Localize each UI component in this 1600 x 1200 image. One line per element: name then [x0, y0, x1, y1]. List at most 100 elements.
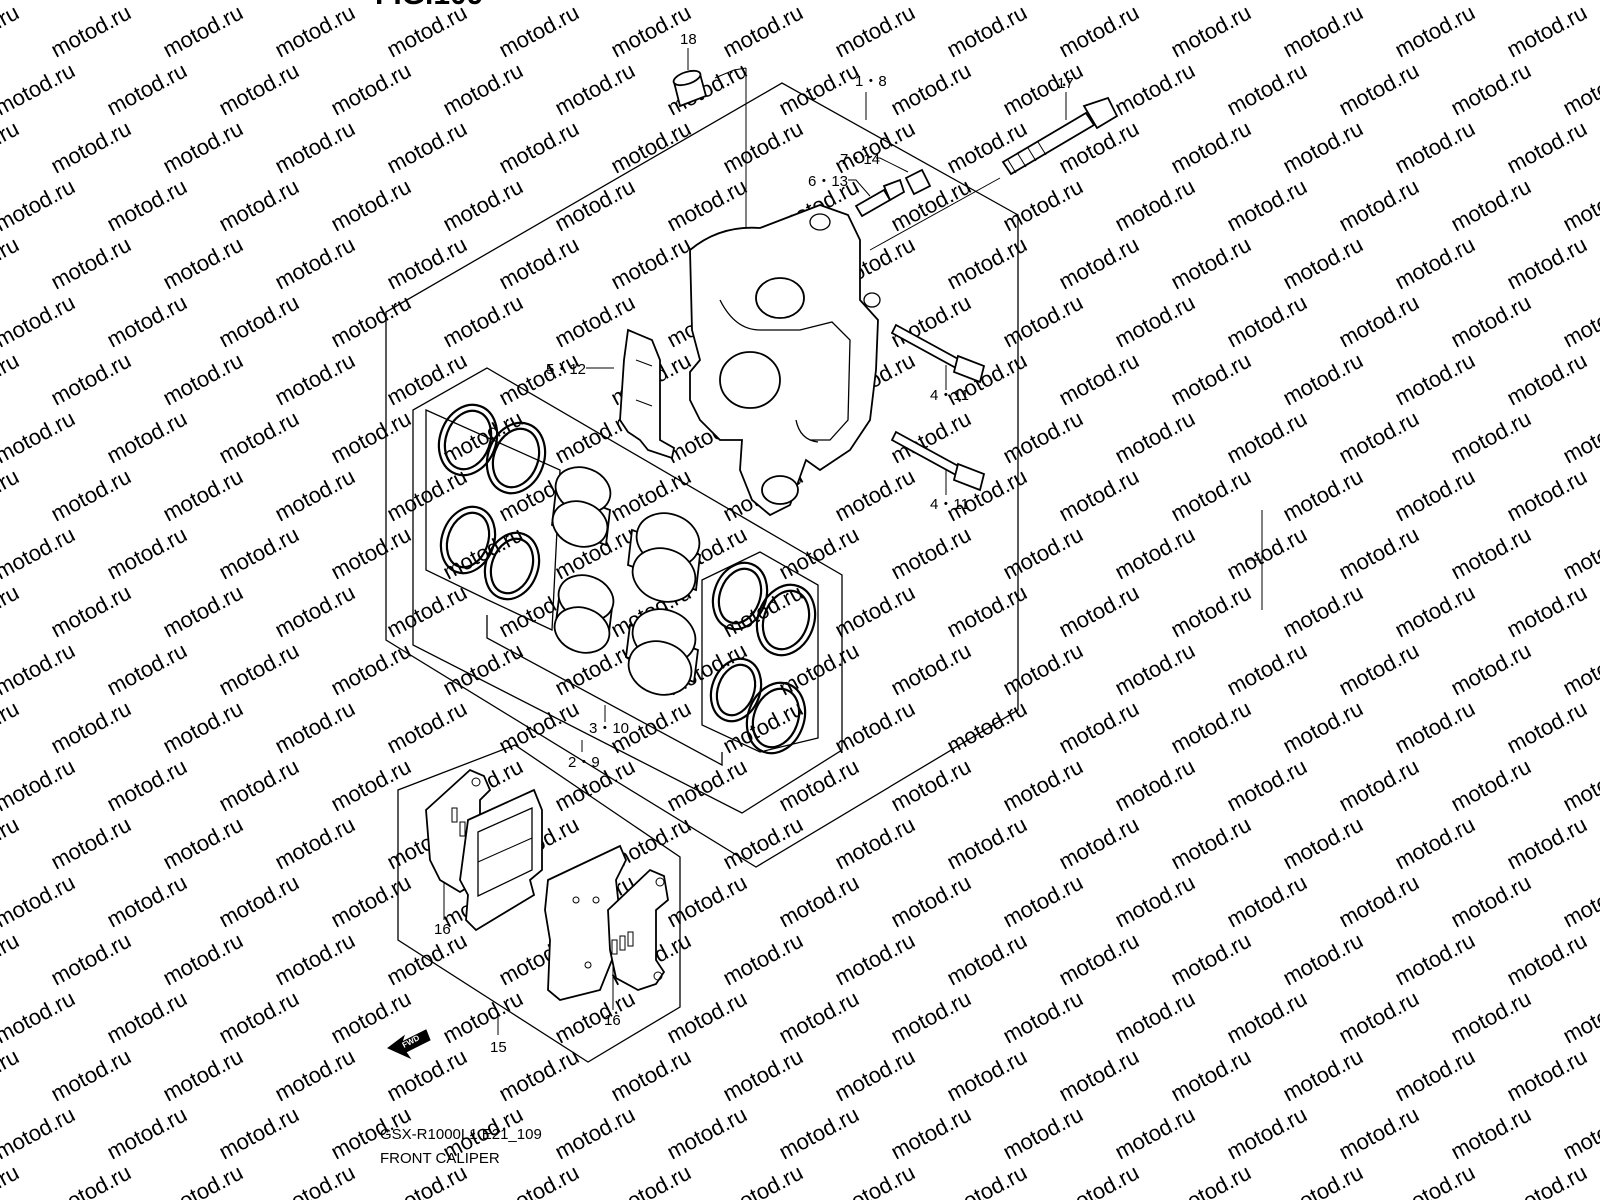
watermark-text: motod.ru: [775, 870, 863, 933]
watermark-text: motod.ru: [1447, 638, 1535, 701]
watermark-text: motod.ru: [103, 406, 191, 469]
watermark-text: motod.ru: [1447, 986, 1535, 1049]
watermark-text: motod.ru: [439, 638, 527, 701]
watermark-text: motod.ru: [327, 58, 415, 121]
pad-pin-lower-part-4-11: [890, 430, 986, 492]
watermark-text: motod.ru: [1167, 812, 1255, 875]
watermark-text: motod.ru: [271, 116, 359, 179]
watermark-text: motod.ru: [1223, 986, 1311, 1049]
watermark-text: motod.ru: [439, 58, 527, 121]
watermark-text: motod.ru: [0, 464, 23, 527]
watermark-text: motod.ru: [215, 58, 303, 121]
watermark-text: motod.ru: [271, 348, 359, 411]
watermark-text: motod.ru: [1503, 928, 1591, 991]
watermark-text: motod.ru: [1279, 696, 1367, 759]
bleeder-valve-part-6-13: [854, 178, 906, 218]
watermark-text: motod.ru: [1167, 928, 1255, 991]
watermark-text: motod.ru: [0, 522, 79, 585]
watermark-text: motod.ru: [1503, 348, 1591, 411]
watermark-text: motod.ru: [159, 1160, 247, 1200]
assembly-outline-caliper: [385, 82, 1019, 868]
watermark-text: motod.ru: [999, 870, 1087, 933]
watermark-text: motod.ru: [775, 1102, 863, 1165]
watermark-text: motod.ru: [831, 1044, 919, 1107]
watermark-text: motod.ru: [159, 1044, 247, 1107]
watermark-text: motod.ru: [1447, 870, 1535, 933]
watermark-text: motod.ru: [1167, 348, 1255, 411]
callout-17: 17: [1057, 75, 1074, 92]
watermark-text: motod.ru: [1447, 290, 1535, 353]
watermark-text: motod.ru: [0, 1160, 23, 1200]
callout-labels: 18 1・8 17 7・14 6・13 5・12 4・11 4・11 3・10 …: [434, 31, 1074, 1056]
watermark-text: motod.ru: [999, 406, 1087, 469]
watermark-text: motod.ru: [47, 812, 135, 875]
watermark-text: motod.ru: [1055, 464, 1143, 527]
watermark-text: motod.ru: [159, 348, 247, 411]
watermark-text: motod.ru: [1167, 696, 1255, 759]
watermark-text: motod.ru: [47, 348, 135, 411]
watermark-text: motod.ru: [887, 638, 975, 701]
pad-spring-part-5-12: [619, 328, 676, 460]
watermark-text: motod.ru: [103, 870, 191, 933]
watermark-text: motod.ru: [0, 580, 23, 643]
watermark-text: motod.ru: [47, 464, 135, 527]
watermark-text: motod.ru: [271, 696, 359, 759]
watermark-text: motod.ru: [47, 580, 135, 643]
watermark-text: motod.ru: [1447, 522, 1535, 585]
watermark-text: motod.ru: [383, 580, 471, 643]
watermark-text: motod.ru: [1167, 580, 1255, 643]
watermark-text: motod.ru: [1279, 1044, 1367, 1107]
watermark-text: motod.ru: [47, 928, 135, 991]
watermark-text: motod.ru: [271, 1160, 359, 1200]
watermark-text: motod.ru: [775, 58, 863, 121]
watermark-text: motod.ru: [1167, 116, 1255, 179]
watermark-text: motod.ru: [1335, 58, 1423, 121]
brake-pad-left-part-16: [425, 768, 543, 932]
watermark-text: motod.ru: [159, 696, 247, 759]
watermark-text: motod.ru: [1279, 928, 1367, 991]
watermark-text: motod.ru: [495, 348, 583, 411]
assembly-outline-pads: [397, 744, 681, 1063]
watermark-text: motod.ru: [943, 1044, 1031, 1107]
watermark-text: motod.ru: [439, 290, 527, 353]
watermark-text: motod.ru: [159, 580, 247, 643]
watermark-text: motod.ru: [1111, 406, 1199, 469]
watermark-text: motod.ru: [1055, 580, 1143, 643]
watermark-text: motod.ru: [271, 464, 359, 527]
watermark-text: motod.ru: [719, 0, 807, 62]
watermark-text: motod.ru: [719, 1160, 807, 1200]
watermark-text: motod.ru: [1391, 580, 1479, 643]
watermark-text: motod.ru: [719, 812, 807, 875]
watermark-text: motod.ru: [47, 232, 135, 295]
watermark-text: motod.ru: [0, 638, 79, 701]
watermark-text: motod.ru: [103, 754, 191, 817]
watermark-text: motod.ru: [1055, 348, 1143, 411]
watermark-text: motod.ru: [1335, 986, 1423, 1049]
watermark-text: motod.ru: [943, 812, 1031, 875]
watermark-text: motod.ru: [215, 638, 303, 701]
pistons: [551, 466, 701, 696]
watermark-text: motod.ru: [47, 1044, 135, 1107]
callout-18: 18: [680, 31, 697, 48]
caliper-body: [689, 204, 881, 517]
watermark-text: motod.ru: [1055, 696, 1143, 759]
watermark-text: motod.ru: [1223, 522, 1311, 585]
watermark-text: motod.ru: [1391, 116, 1479, 179]
watermark-text: motod.ru: [1223, 638, 1311, 701]
watermark-text: motod.ru: [1447, 174, 1535, 237]
watermark-text: motod.ru: [327, 870, 415, 933]
watermark-text: motod.ru: [1111, 754, 1199, 817]
watermark-text: motod.ru: [999, 174, 1087, 237]
watermark-text: motod.ru: [1055, 0, 1143, 62]
watermark-text: motod.ru: [47, 696, 135, 759]
watermark-text: motod.ru: [1279, 464, 1367, 527]
watermark-text: motod.ru: [103, 58, 191, 121]
watermark-text: motod.ru: [159, 0, 247, 62]
watermark-text: motod.ru: [607, 1044, 695, 1107]
leader-6-13: [848, 179, 871, 197]
watermark-text: motod.ru: [0, 870, 79, 933]
callout-16-left: 16: [434, 921, 451, 938]
watermark-text: motod.ru: [1055, 1160, 1143, 1200]
watermark-text: motod.ru: [1223, 58, 1311, 121]
